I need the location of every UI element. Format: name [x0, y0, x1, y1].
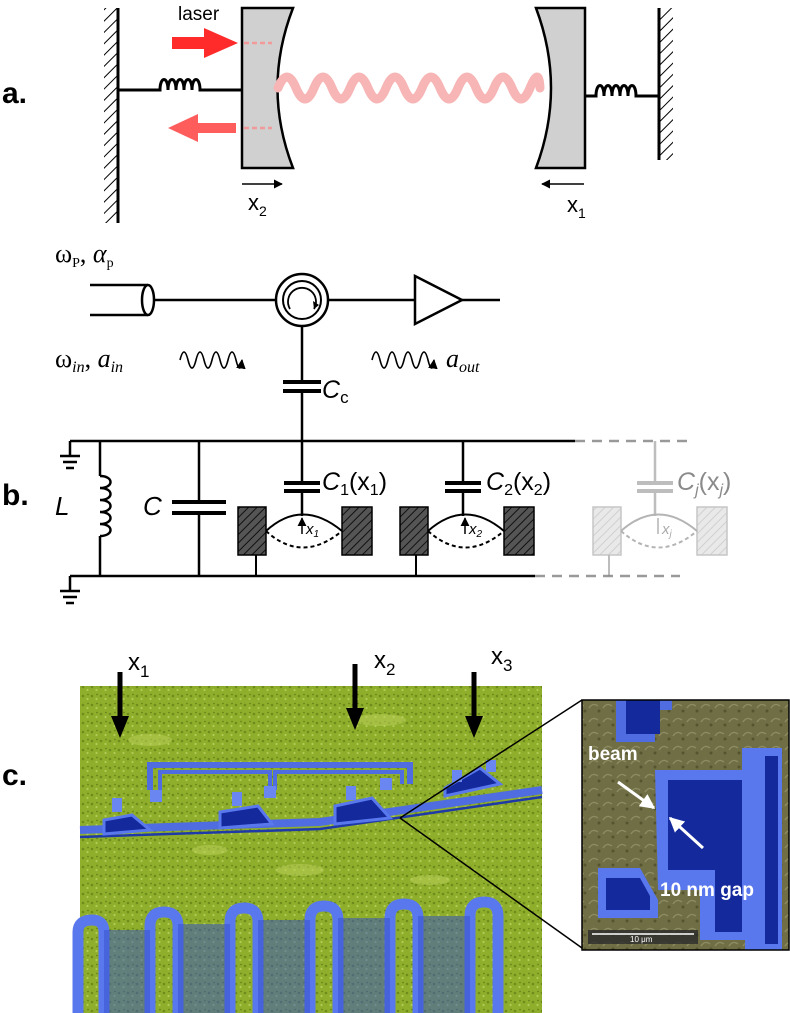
- left-mirror: [240, 6, 295, 170]
- panel-b-label: b.: [2, 479, 29, 512]
- beam-j-label: xj: [661, 521, 673, 540]
- c-label: C: [143, 491, 162, 521]
- cj-label: Cj(xj): [677, 468, 731, 499]
- laser-input-arrow: [172, 28, 238, 58]
- x1-label: x1: [567, 192, 586, 221]
- coax-input: [90, 283, 156, 317]
- circulator: [274, 272, 330, 328]
- c-x3-label: x3: [491, 643, 512, 675]
- resonator-2: x2: [399, 441, 535, 576]
- panel-b: b. ωP, αp ωin, ain aout: [2, 239, 731, 605]
- c-x1-label: x1: [128, 649, 149, 681]
- resonator-j: xj: [592, 441, 728, 576]
- gap-arrow: [668, 816, 705, 850]
- right-spring: [585, 84, 660, 98]
- coupling-capacitor: [283, 380, 321, 393]
- panel-a: a. laser: [2, 4, 673, 223]
- input-signal-wave: [179, 351, 246, 370]
- beam-1-label: x1: [305, 521, 319, 540]
- sem-image: [72, 686, 543, 1013]
- beam-2-label: x2: [468, 521, 483, 540]
- right-wall: [657, 8, 673, 160]
- ground-bottom: [60, 576, 80, 605]
- scale-bar-label: 10 μm: [630, 935, 653, 944]
- c-x2-label: x2: [374, 647, 395, 679]
- input-signal-label: ωin, ain: [55, 344, 123, 376]
- resonator-1: x1: [237, 441, 373, 576]
- cavity-field: [273, 72, 545, 104]
- comb-electrodes: [72, 896, 504, 1013]
- beam-arrow: [617, 780, 656, 810]
- panel-c: c.: [2, 643, 790, 1013]
- panel-a-label: a.: [2, 77, 27, 110]
- inset-frame: [581, 699, 790, 951]
- c2-label: C2(x2): [486, 468, 551, 499]
- l-label: L: [55, 491, 69, 521]
- beam-label: beam: [588, 744, 638, 765]
- amplifier: [413, 273, 465, 327]
- laser-label: laser: [178, 4, 220, 25]
- zoom-line-bottom: [399, 817, 583, 949]
- left-wall: [104, 8, 120, 223]
- x2-label: x2: [248, 190, 267, 219]
- x2-position-marker: x2: [346, 647, 395, 730]
- panel-c-label: c.: [2, 759, 27, 792]
- pump-label: ωP, αp: [55, 239, 114, 271]
- laser-output-arrow: [168, 114, 236, 142]
- x3-position-marker: x3: [465, 643, 512, 738]
- left-spring: [118, 78, 242, 92]
- c1-label: C1(x1): [322, 468, 387, 499]
- gap-label: 10 nm gap: [660, 880, 754, 901]
- capacitor-c: [172, 500, 226, 515]
- right-mirror: [534, 6, 587, 170]
- ground-top: [60, 441, 80, 470]
- output-signal-label: aout: [446, 344, 480, 376]
- x1-position-marker: x1: [111, 649, 149, 738]
- inset-sem-image: 10 μm: [582, 700, 789, 950]
- output-signal-wave: [371, 351, 438, 370]
- inductor: [99, 474, 112, 538]
- cc-label: Cc: [322, 376, 349, 407]
- zoom-line-top: [399, 699, 583, 819]
